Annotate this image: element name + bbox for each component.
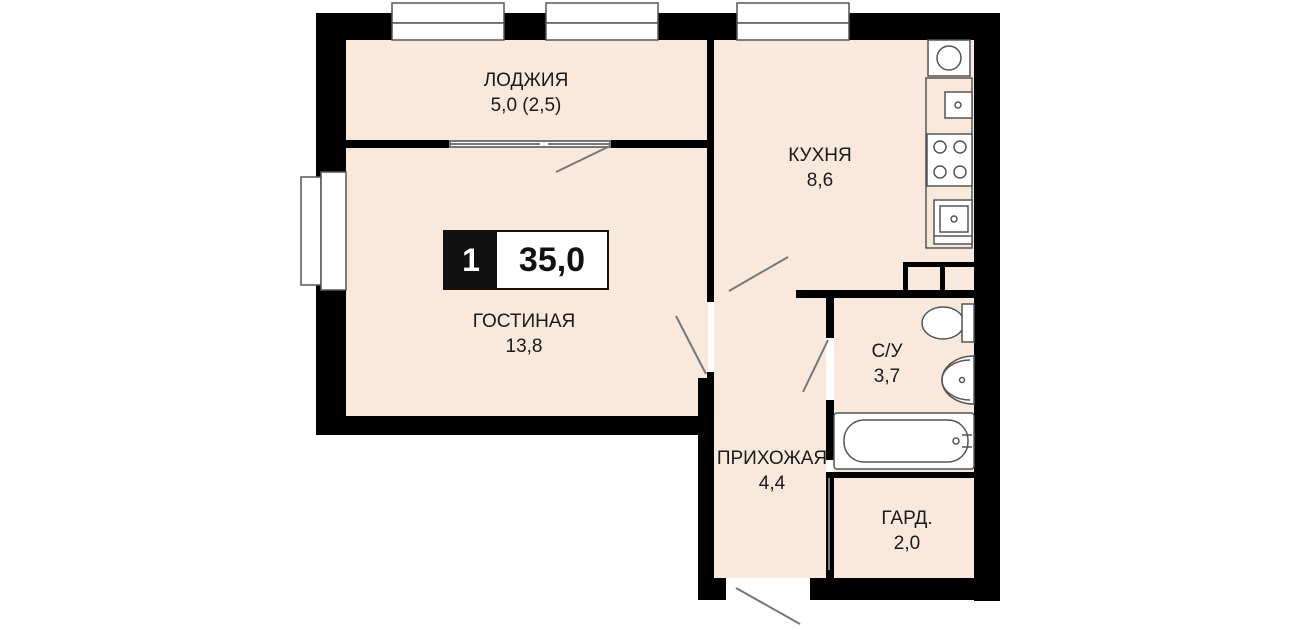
apartment-badge: 1 35,0 [443, 230, 609, 290]
room-area: 2,0 [893, 533, 921, 554]
room-name: ГАРД. [881, 508, 933, 529]
room-area: 3,7 [873, 366, 901, 387]
room-label-wardrobe: ГАРД. 2,0 [857, 506, 957, 556]
washing-machine-icon [927, 39, 971, 77]
window-icon [545, 2, 659, 41]
toilet-icon [921, 303, 975, 343]
total-area: 35,0 [518, 240, 586, 279]
bathtub-icon [833, 412, 975, 470]
room-label-bathroom: С/У 3,7 [847, 339, 927, 389]
room-area: 5,0 (2,5) [490, 95, 562, 116]
sliding-door-icon [449, 140, 611, 173]
oven-icon [944, 91, 973, 119]
doors [675, 256, 830, 625]
wardrobe-floor [834, 478, 974, 578]
door-swing-icon [728, 256, 789, 292]
room-name: КУХНЯ [788, 145, 852, 166]
room-name: ЛОДЖИЯ [483, 70, 569, 91]
door-swing-icon [675, 315, 707, 375]
stove-icon [926, 133, 973, 187]
room-area: 13,8 [505, 336, 543, 357]
window-icon [300, 171, 347, 291]
room-name: С/У [871, 341, 903, 362]
windows [300, 2, 850, 291]
room-count: 1 [445, 232, 497, 288]
window-icon [736, 2, 850, 41]
room-area: 8,6 [806, 170, 834, 191]
room-label-hallway: ПРИХОЖАЯ 4,4 [712, 446, 832, 496]
bathroom-fixtures [833, 303, 975, 470]
door-swing-icon [735, 587, 801, 625]
door-swing-icon [802, 339, 829, 393]
kitchen-fixtures [925, 39, 973, 249]
washbasin-icon [941, 355, 975, 405]
room-label-kitchen: КУХНЯ 8,6 [770, 143, 870, 193]
window-icon [391, 2, 505, 41]
kitchen-sink-icon [933, 199, 973, 245]
room-label-living: ГОСТИНАЯ 13,8 [444, 309, 604, 359]
floors [346, 40, 974, 578]
loggia-floor [346, 40, 707, 140]
hallway-floor [714, 290, 826, 578]
room-label-loggia: ЛОДЖИЯ 5,0 (2,5) [446, 68, 606, 118]
room-area: 4,4 [758, 473, 786, 494]
room-name: ГОСТИНАЯ [472, 311, 576, 332]
room-name: ПРИХОЖАЯ [716, 448, 828, 469]
